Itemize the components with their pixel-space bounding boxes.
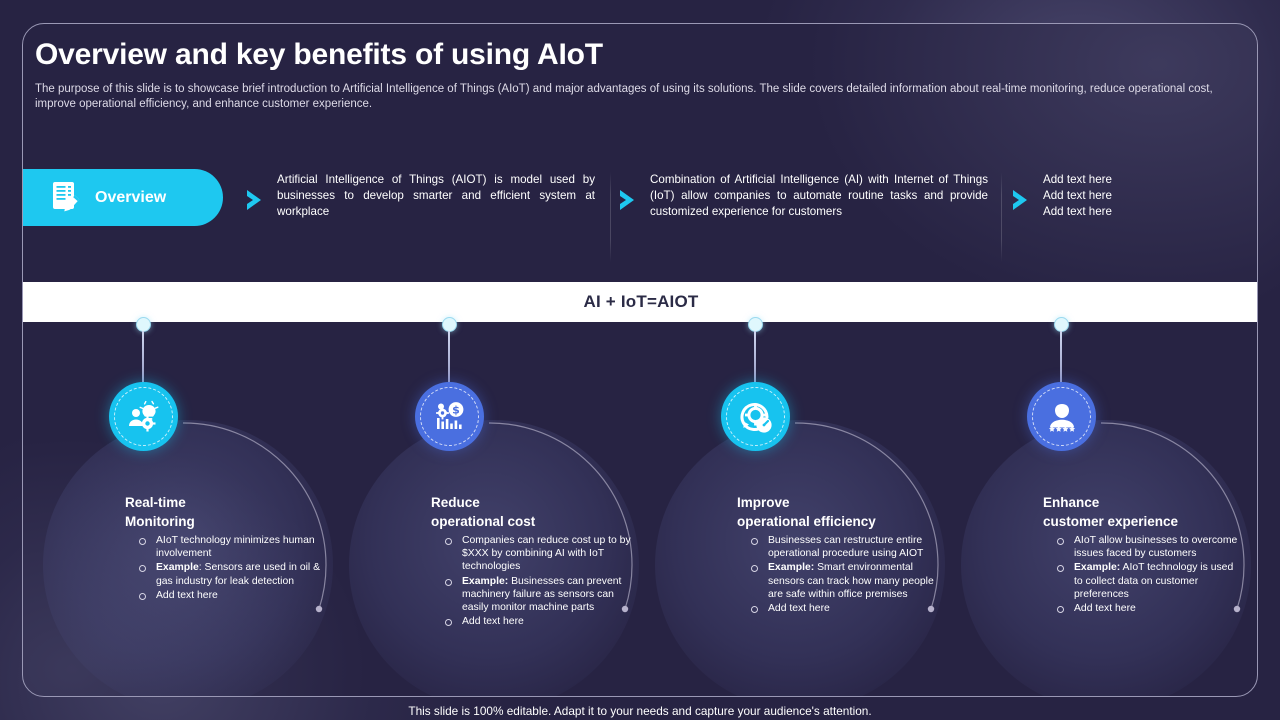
list-item: Businesses can restructure entire operat… — [737, 534, 937, 560]
bullet-bold: Example — [156, 562, 199, 574]
benefit-bullets: Companies can reduce cost up to by $XXX … — [431, 534, 631, 628]
benefit-column[interactable]: $ — [343, 317, 649, 696]
bullet-text: AIoT technology is used to collect data … — [1074, 562, 1234, 600]
dashed-ring — [1032, 387, 1091, 446]
overview-column-2-text: Combination of Artificial Intelligence (… — [650, 173, 988, 218]
list-item: Add text here — [1043, 602, 1243, 615]
connector-stem — [448, 331, 450, 391]
footer-note: This slide is 100% editable. Adapt it to… — [408, 704, 872, 718]
connector-stem — [754, 331, 756, 391]
dashed-ring — [726, 387, 785, 446]
list-item: Add text here — [125, 589, 325, 602]
benefit-bullets: AIoT technology minimizes human involvem… — [125, 534, 325, 602]
bullet-text: Add text here — [768, 603, 830, 615]
page-subtitle: The purpose of this slide is to showcase… — [35, 83, 1213, 110]
list-item: Companies can reduce cost up to by $XXX … — [431, 534, 631, 574]
slide-frame: Overview and key benefits of using AIoT … — [22, 23, 1258, 697]
benefit-title-line2: operational efficiency — [737, 513, 876, 529]
svg-text:$: $ — [452, 403, 460, 416]
column-divider-2 — [1001, 172, 1002, 262]
benefit-icon-circle[interactable] — [1027, 382, 1096, 451]
customer-rating-icon — [1048, 403, 1075, 432]
bar-chart-dollar-icon: $ — [435, 401, 463, 429]
benefit-title-line1: Reduce — [431, 495, 480, 510]
benefit-title-line2: operational cost — [431, 513, 536, 529]
benefit-card-text: Reduce operational cost Companies can re… — [431, 494, 631, 629]
page-title: Overview and key benefits of using AIoT — [35, 38, 603, 71]
connector-node — [748, 317, 763, 332]
overview-pill[interactable]: Overview — [23, 169, 223, 226]
bullet-text: Companies can reduce cost up to by $XXX … — [462, 535, 631, 573]
bullet-text: Businesses can prevent machinery failure… — [462, 575, 622, 614]
ai-iot-band-label: AI + IoT=AIOT — [583, 292, 699, 311]
chevron-right-icon — [618, 188, 638, 217]
list-item: Example: Sensors are used in oil & gas i… — [125, 561, 325, 587]
benefit-title-line1: Improve — [737, 495, 790, 510]
column-divider-1 — [610, 172, 611, 262]
benefit-title: Enhance customer experience — [1043, 494, 1243, 531]
overview-column-1: Artificial Intelligence of Things (AIOT)… — [245, 172, 595, 220]
dashed-ring — [420, 387, 479, 446]
list-item: AIoT allow businesses to overcome issues… — [1043, 534, 1243, 560]
ai-iot-band: AI + IoT=AIOT — [23, 282, 1257, 322]
bullet-text: Add text here — [1074, 603, 1136, 615]
connector-stem — [142, 331, 144, 391]
bullet-text: AIoT technology minimizes human involvem… — [156, 535, 315, 560]
dashed-ring — [114, 387, 173, 446]
overview-column-2: Combination of Artificial Intelligence (… — [618, 172, 988, 220]
bullet-text: Add text here — [462, 616, 524, 628]
connector-node — [136, 317, 151, 332]
list-item: AIoT technology minimizes human involvem… — [125, 534, 325, 560]
benefit-title: Improve operational efficiency — [737, 494, 937, 531]
connector-stem — [1060, 331, 1062, 391]
overview-column-3-text: Add text here Add text here Add text her… — [1043, 173, 1112, 218]
benefit-title-line1: Real-time — [125, 495, 186, 510]
bullet-bold: Example: — [768, 562, 815, 574]
benefit-title-line2: customer experience — [1043, 513, 1179, 529]
benefit-card-text: Real-time Monitoring AIoT technology min… — [125, 494, 325, 603]
benefit-icon-circle[interactable] — [109, 382, 178, 451]
list-item: Add text here — [431, 615, 631, 628]
benefit-column[interactable]: Real-time Monitoring AIoT technology min… — [37, 317, 343, 696]
benefit-column[interactable]: Enhance customer experience AIoT allow b… — [955, 317, 1257, 696]
chevron-right-icon — [1011, 188, 1031, 217]
benefit-title: Reduce operational cost — [431, 494, 631, 531]
connector-node — [442, 317, 457, 332]
bullet-bold: Example: — [1074, 562, 1121, 574]
gear-speedometer-icon — [740, 402, 772, 433]
benefit-column[interactable]: Improve operational efficiency Businesse… — [649, 317, 955, 696]
benefit-card-text: Improve operational efficiency Businesse… — [737, 494, 937, 616]
overview-column-3: Add text here Add text here Add text her… — [1011, 172, 1257, 220]
people-lightbulb-gear-icon — [128, 400, 158, 431]
bullet-text: AIoT allow businesses to overcome issues… — [1074, 535, 1238, 560]
benefit-title-line2: Monitoring — [125, 513, 195, 529]
bullet-text: Businesses can restructure entire operat… — [768, 535, 924, 560]
list-item: Example: AIoT technology is used to coll… — [1043, 561, 1243, 601]
list-item: Example: Businesses can prevent machiner… — [431, 575, 631, 615]
bullet-text: Add text here — [156, 589, 218, 601]
chevron-right-icon — [245, 188, 265, 217]
benefit-title: Real-time Monitoring — [125, 494, 325, 531]
list-item: Example: Smart environmental sensors can… — [737, 561, 937, 601]
benefit-card-text: Enhance customer experience AIoT allow b… — [1043, 494, 1243, 616]
document-pencil-icon — [47, 178, 87, 218]
bullet-bold: Example: — [462, 575, 509, 587]
benefit-bullets: AIoT allow businesses to overcome issues… — [1043, 534, 1243, 615]
bullet-text: : Sensors are used in oil & gas industry… — [156, 562, 321, 587]
overview-column-1-text: Artificial Intelligence of Things (AIOT)… — [277, 173, 595, 218]
benefit-bullets: Businesses can restructure entire operat… — [737, 534, 937, 615]
benefit-icon-circle[interactable] — [721, 382, 790, 451]
benefit-icon-circle[interactable]: $ — [415, 382, 484, 451]
benefit-title-line1: Enhance — [1043, 495, 1100, 510]
bullet-text: Smart environmental sensors can track ho… — [768, 562, 934, 600]
connector-node — [1054, 317, 1069, 332]
overview-pill-label: Overview — [95, 188, 167, 206]
list-item: Add text here — [737, 602, 937, 615]
